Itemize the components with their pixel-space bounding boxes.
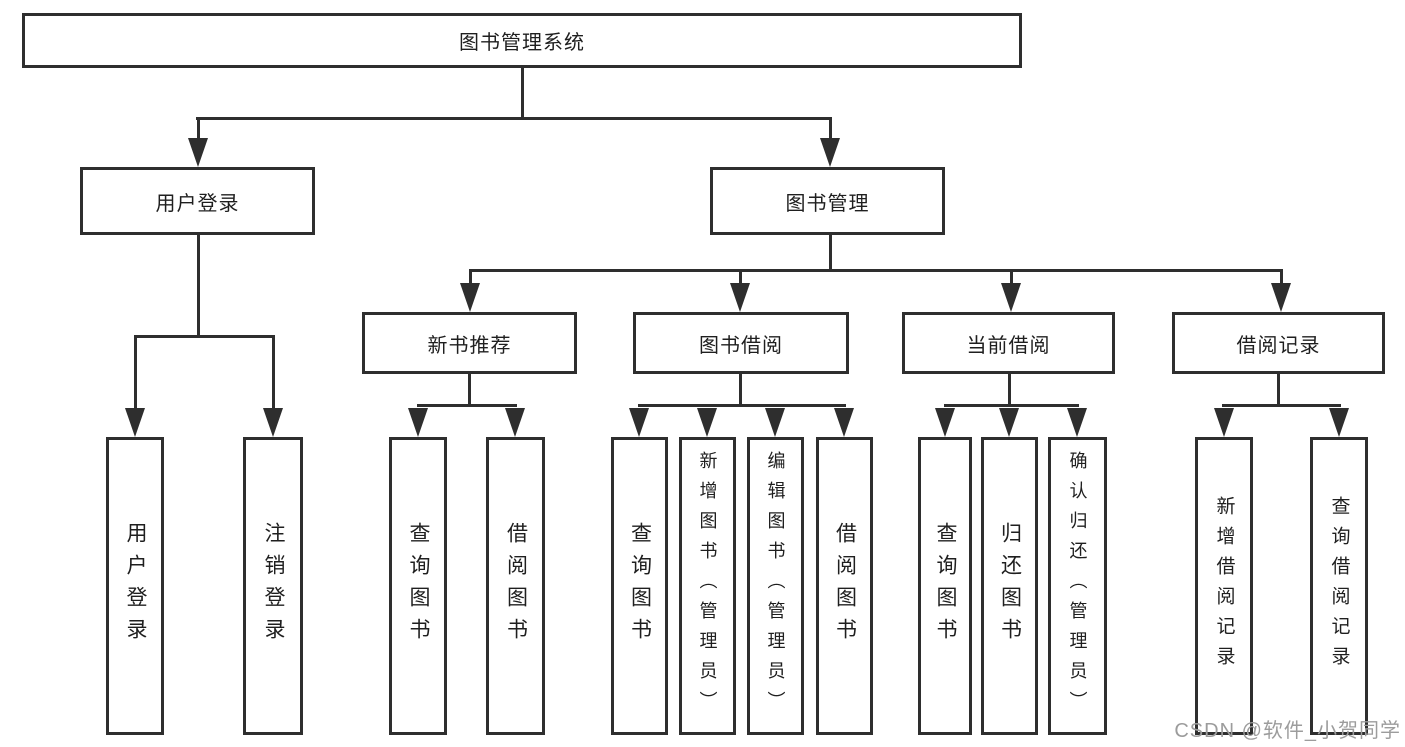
node-label: 确认归还（管理员）: [1067, 451, 1088, 721]
connector-stem: [468, 374, 471, 406]
arrowhead-down-icon: [1214, 408, 1234, 437]
arrowhead-down-icon: [1067, 408, 1087, 437]
node-label: 编辑图书（管理员）: [765, 451, 786, 721]
arrowhead-down-icon: [820, 138, 840, 167]
node-label: 查询图书: [407, 522, 430, 650]
node-label: 查询借阅记录: [1328, 496, 1350, 676]
node-label: 新增图书（管理员）: [697, 451, 718, 721]
arrowhead-down-icon: [629, 408, 649, 437]
arrowhead-down-icon: [730, 283, 750, 312]
node-borrowing-records: 借阅记录: [1172, 312, 1385, 374]
arrowhead-down-icon: [1001, 283, 1021, 312]
arrowhead-down-icon: [408, 408, 428, 437]
connector-stem: [739, 272, 742, 284]
node-label: 图书借阅: [699, 334, 783, 357]
connector-hline: [638, 404, 846, 407]
node-label: 当前借阅: [966, 334, 1051, 357]
connector-stem: [739, 374, 742, 406]
arrowhead-down-icon: [505, 408, 525, 437]
arrowhead-down-icon: [1271, 283, 1291, 312]
node-leaf-add-book-admin: 新增图书（管理员）: [679, 437, 736, 735]
connector-hline: [944, 404, 1079, 407]
node-new-book-recommend: 新书推荐: [362, 312, 577, 374]
node-label: 新书推荐: [427, 334, 512, 357]
node-leaf-logout: 注销登录: [243, 437, 303, 735]
connector-stem: [829, 235, 832, 271]
connector-stem: [469, 272, 472, 284]
arrowhead-down-icon: [834, 408, 854, 437]
connector-stem: [1010, 272, 1013, 284]
connector-stem: [197, 235, 200, 337]
connector-hline: [417, 404, 517, 407]
node-label: 图书管理系统: [459, 32, 585, 54]
arrowhead-down-icon: [263, 408, 283, 437]
node-label: 用户登录: [124, 522, 147, 650]
node-label: 归还图书: [998, 522, 1022, 650]
arrowhead-down-icon: [697, 408, 717, 437]
node-label: 查询图书: [934, 522, 957, 650]
node-leaf-borrow-book-borrowing: 借阅图书: [816, 437, 873, 735]
arrowhead-down-icon: [1329, 408, 1349, 437]
node-leaf-add-borrow-record: 新增借阅记录: [1195, 437, 1253, 735]
node-label: 图书管理: [785, 192, 870, 215]
node-book-management: 图书管理: [710, 167, 945, 235]
connector-stem: [134, 337, 137, 409]
node-current-borrowing: 当前借阅: [902, 312, 1115, 374]
node-user-login: 用户登录: [80, 167, 315, 235]
csdn-watermark: CSDN @软件_小贺同学: [1174, 720, 1401, 742]
node-leaf-query-book-current: 查询图书: [918, 437, 972, 735]
arrowhead-down-icon: [765, 408, 785, 437]
node-leaf-return-book: 归还图书: [981, 437, 1038, 735]
arrowhead-down-icon: [188, 138, 208, 167]
node-leaf-user-login: 用户登录: [106, 437, 164, 735]
node-label: 借阅图书: [833, 522, 857, 650]
node-leaf-borrow-book-recommend: 借阅图书: [486, 437, 545, 735]
connector-stem: [521, 68, 524, 119]
node-leaf-query-book-recommend: 查询图书: [389, 437, 447, 735]
arrowhead-down-icon: [935, 408, 955, 437]
node-label: 查询图书: [628, 522, 652, 650]
node-root-library-system: 图书管理系统: [22, 13, 1022, 68]
connector-hline: [469, 269, 1283, 272]
node-label: 借阅图书: [504, 522, 528, 650]
node-label: 注销登录: [262, 522, 285, 650]
node-book-borrowing: 图书借阅: [633, 312, 849, 374]
node-leaf-query-book-borrowing: 查询图书: [611, 437, 668, 735]
connector-hline: [1222, 404, 1341, 407]
node-label: 新增借阅记录: [1213, 496, 1235, 676]
connector-stem: [197, 119, 200, 139]
connector-stem: [272, 337, 275, 409]
node-leaf-edit-book-admin: 编辑图书（管理员）: [747, 437, 804, 735]
arrowhead-down-icon: [125, 408, 145, 437]
node-label: 借阅记录: [1236, 334, 1321, 357]
connector-stem: [1008, 374, 1011, 406]
connector-hline: [134, 335, 275, 338]
arrowhead-down-icon: [460, 283, 480, 312]
arrowhead-down-icon: [999, 408, 1019, 437]
connector-stem: [1280, 272, 1283, 284]
node-leaf-confirm-return-admin: 确认归还（管理员）: [1048, 437, 1107, 735]
node-label: 用户登录: [155, 192, 240, 215]
connector-stem: [1277, 374, 1280, 406]
connector-hline: [196, 117, 832, 120]
connector-stem: [829, 119, 832, 139]
node-leaf-query-borrow-record: 查询借阅记录: [1310, 437, 1368, 735]
